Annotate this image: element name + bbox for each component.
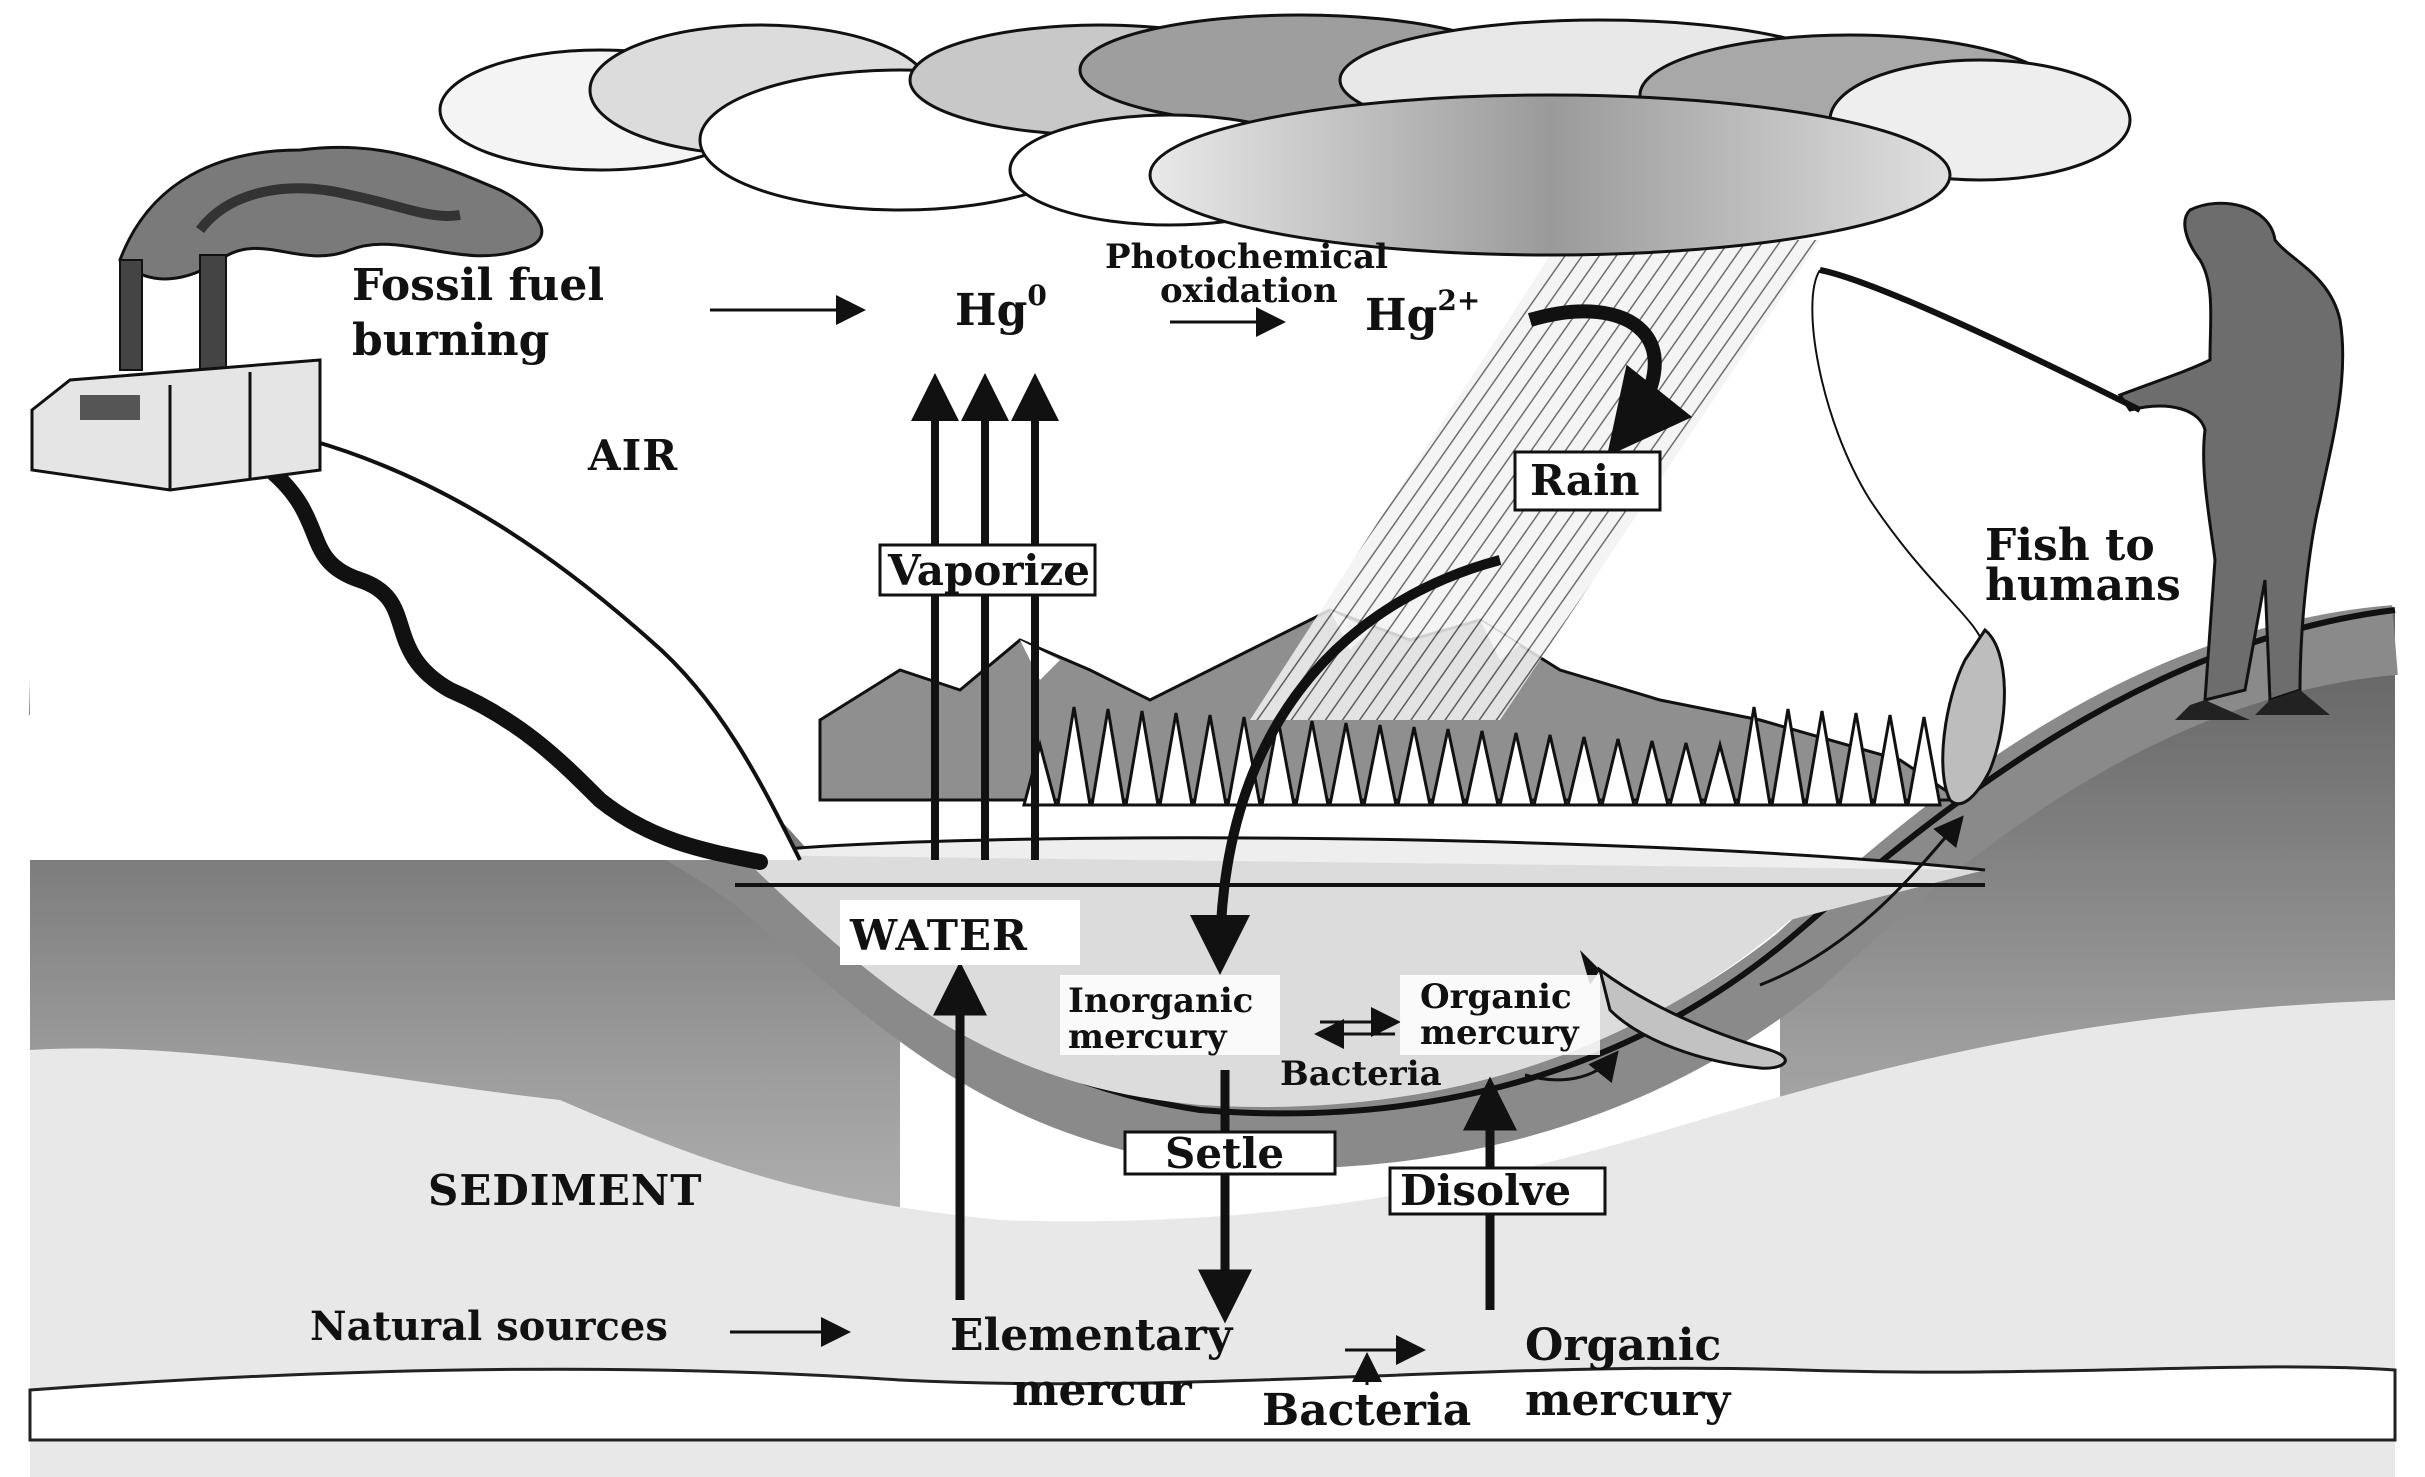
tree-icon (1396, 726, 1432, 807)
label-photochemical-2: oxidation (1160, 271, 1338, 311)
tree-icon (1668, 742, 1704, 807)
tree-icon (1872, 714, 1908, 807)
fisherman-icon (2117, 201, 2345, 720)
label-vaporize: Vaporize (887, 546, 1090, 595)
hg2-sup: 2+ (1437, 284, 1480, 317)
tree-icon (1906, 716, 1942, 807)
tree-icon (1022, 706, 1942, 807)
tree-icon (1158, 712, 1194, 807)
inorganic-backing (1060, 975, 1280, 1055)
label-organic-water-2: mercury (1420, 1013, 1580, 1053)
river (262, 462, 768, 870)
tree-icon (1124, 710, 1160, 807)
label-elementary-1: Elementary (950, 1310, 1234, 1361)
lake-surface-top (729, 836, 1986, 872)
cloud-icon (438, 13, 2132, 257)
label-organic-sed-2: mercury (1525, 1375, 1732, 1426)
smokestack-icon (199, 254, 227, 371)
label-air: AIR (587, 431, 678, 480)
hg2-to-rain-arrow (1527, 304, 1693, 457)
label-setle: Setle (1165, 1129, 1284, 1178)
tree-icon (1736, 706, 1772, 807)
fishing-line (1811, 269, 1986, 651)
tree-icon (1600, 738, 1636, 807)
label-fossil-fuel-1: Fossil fuel (352, 260, 604, 311)
fish-icon (1941, 627, 2006, 806)
label-disolve: Disolve (1400, 1166, 1571, 1215)
tree-icon (1260, 718, 1296, 807)
organic-backing (1400, 975, 1600, 1055)
label-hg2: Hg2+ (1365, 284, 1480, 341)
air-hill (30, 380, 800, 860)
smokestack-icon (119, 259, 143, 371)
tree-icon (1498, 732, 1534, 807)
disolve-box (1388, 1166, 1607, 1216)
tree-icon (1056, 706, 1092, 807)
sediment-light (30, 1000, 2395, 1477)
tree-icon (1294, 720, 1330, 807)
smoke (118, 145, 544, 281)
label-fish-to-2: humans (1985, 560, 2181, 611)
tree-icon (1532, 734, 1568, 807)
fish-jump-arrow (1759, 815, 1964, 987)
factory-icon (30, 145, 544, 492)
tree-icon (1464, 730, 1500, 807)
tree-icon (1838, 712, 1874, 807)
label-fossil-fuel-2: burning (352, 315, 549, 366)
label-sediment: SEDIMENT (428, 1166, 703, 1215)
label-bacteria-sediment: Bacteria (1262, 1385, 1471, 1436)
label-inorganic-2: mercury (1068, 1017, 1228, 1057)
rain-box (1513, 450, 1662, 512)
label-elementary-2: mercur (1012, 1365, 1193, 1416)
bacteria-curl-arrow (1524, 1050, 1619, 1084)
tree-icon (1328, 722, 1364, 807)
tree-icon (1430, 728, 1466, 807)
hg0-base: Hg (955, 285, 1027, 336)
tree-icon (1362, 724, 1398, 807)
label-water: WATER (849, 911, 1028, 960)
tree-icon (1702, 739, 1738, 807)
label-inorganic-1: Inorganic (1068, 981, 1253, 1021)
label-natural-sources: Natural sources (310, 1303, 668, 1350)
label-rain: Rain (1530, 456, 1640, 505)
sediment-bottom (28, 1365, 2397, 1442)
tree-icon (1634, 740, 1670, 807)
hill-outline (309, 438, 802, 861)
tree-icon (1566, 736, 1602, 807)
setle-box (1123, 1130, 1337, 1176)
water-backing (840, 900, 1080, 965)
tree-icon (1804, 710, 1840, 807)
tree-icon (1192, 714, 1228, 807)
label-bacteria-water: Bacteria (1280, 1054, 1442, 1094)
hg2-base: Hg (1365, 290, 1437, 341)
label-organic-water-1: Organic (1420, 977, 1572, 1017)
rain-to-lake-arrow (1190, 555, 1502, 975)
hg0-sup: 0 (1027, 279, 1046, 312)
label-hg0: Hg0 (955, 279, 1047, 336)
tree-icon (1770, 708, 1806, 807)
vaporize-box (878, 543, 1097, 597)
label-organic-sed-1: Organic (1525, 1320, 1721, 1371)
tree-icon (1090, 708, 1126, 807)
label-fish-to-1: Fish to (1985, 520, 2155, 571)
label-photochemical-1: Photochemical (1105, 237, 1388, 277)
fishing-rod (1819, 267, 2142, 413)
